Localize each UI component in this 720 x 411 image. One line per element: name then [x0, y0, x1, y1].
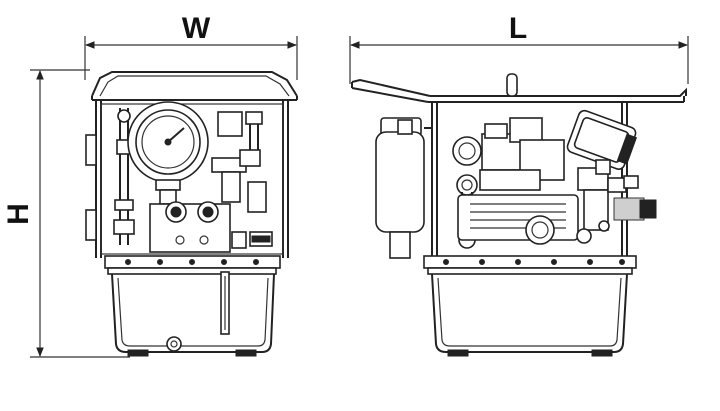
- length-dimension: L: [349, 12, 689, 84]
- side-pressure-gauge: [566, 109, 638, 170]
- length-label: L: [509, 12, 527, 45]
- front-view: [85, 71, 298, 357]
- side-view: [351, 73, 687, 357]
- side-base-bolts: [443, 259, 625, 265]
- base-bolts: [125, 259, 259, 265]
- cooling-fins: [457, 194, 579, 241]
- width-dimension: W: [84, 12, 298, 80]
- height-dimension: H: [2, 69, 130, 358]
- width-label: W: [182, 12, 211, 45]
- height-label: H: [2, 203, 35, 225]
